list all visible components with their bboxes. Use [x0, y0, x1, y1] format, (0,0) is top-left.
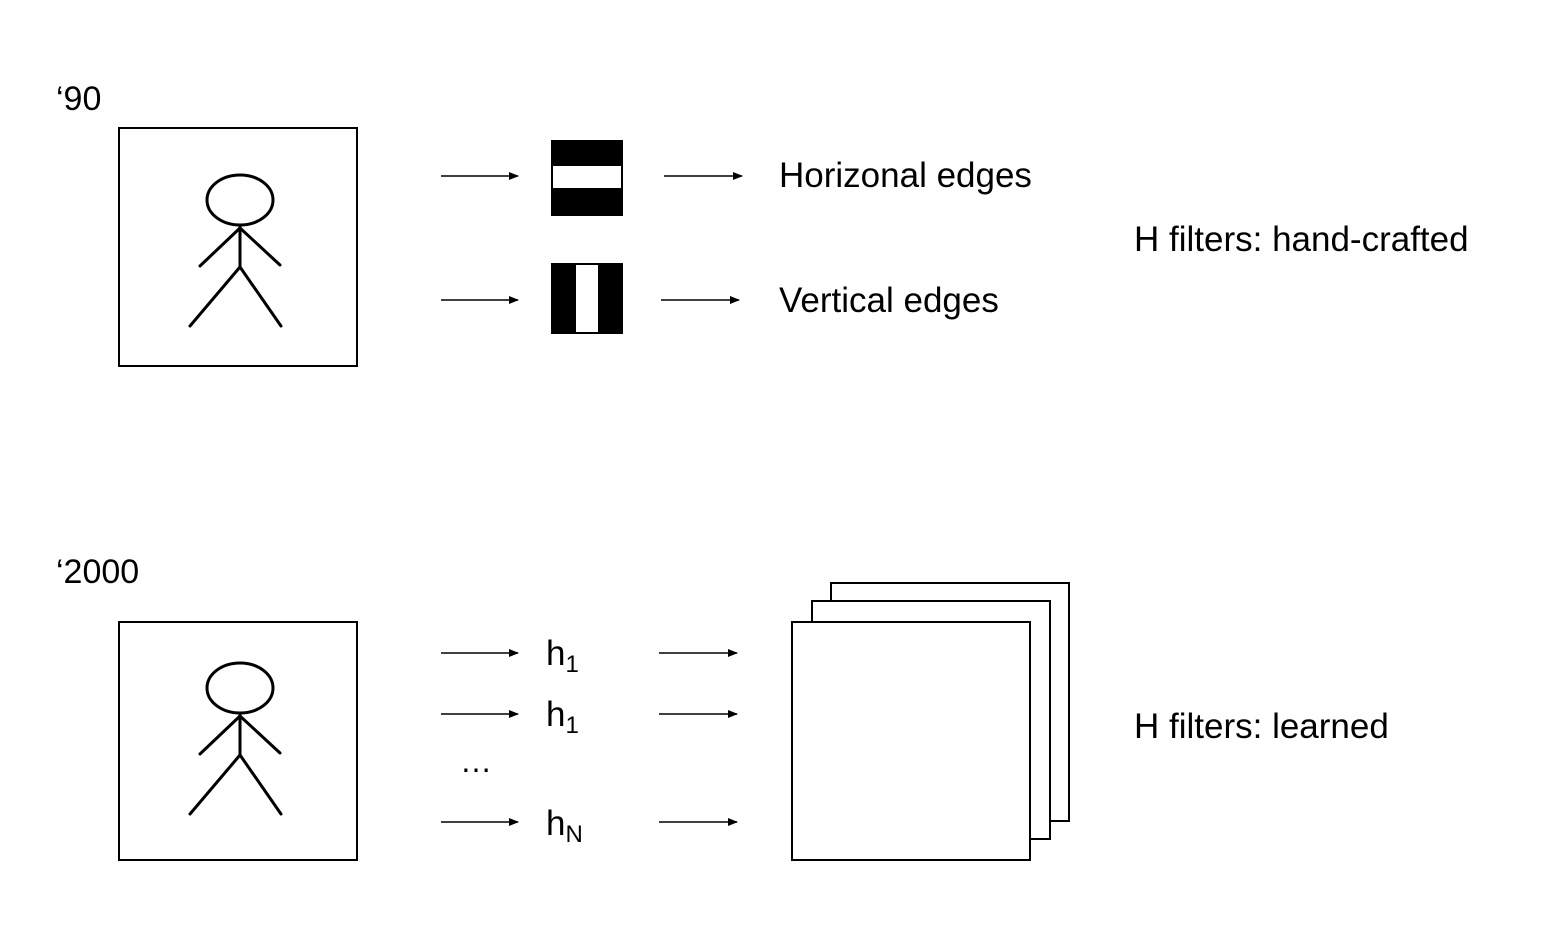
filter-label-n: hN	[546, 804, 583, 848]
filter-label-1: h1	[546, 634, 579, 678]
era-label-2000s: ‘2000	[56, 553, 139, 591]
filter-label-1-subscript: 1	[565, 651, 578, 678]
vertical-edge-filter-icon	[551, 263, 623, 334]
row-2000s: ‘2000 h1 h1 …	[56, 553, 1389, 861]
input-image-1990s	[118, 127, 358, 367]
input-image-2000s	[118, 621, 358, 861]
filter-label-1-base: h	[546, 634, 565, 673]
horizontal-edge-filter-icon	[551, 140, 623, 216]
feature-map-front	[791, 621, 1031, 861]
stacked-feature-maps-icon	[791, 582, 1070, 861]
summary-learned: H filters: learned	[1134, 707, 1389, 746]
filter-label-2-subscript: 1	[565, 712, 578, 739]
filter-label-2-base: h	[546, 695, 565, 734]
era-label-1990s: ‘90	[56, 80, 101, 118]
stick-figure-icon	[188, 661, 283, 816]
vertical-edges-label: Vertical edges	[779, 281, 999, 320]
horizontal-edges-label: Horizonal edges	[779, 156, 1032, 195]
filter-label-n-base: h	[546, 804, 565, 843]
filters-ellipsis: …	[460, 743, 492, 779]
summary-hand-crafted: H filters: hand-crafted	[1134, 220, 1469, 259]
row-1990s: ‘90 Horizonal edges V	[56, 80, 1469, 367]
filter-label-n-subscript: N	[565, 821, 582, 848]
stick-figure-icon	[188, 173, 283, 328]
filter-label-2: h1	[546, 695, 579, 739]
